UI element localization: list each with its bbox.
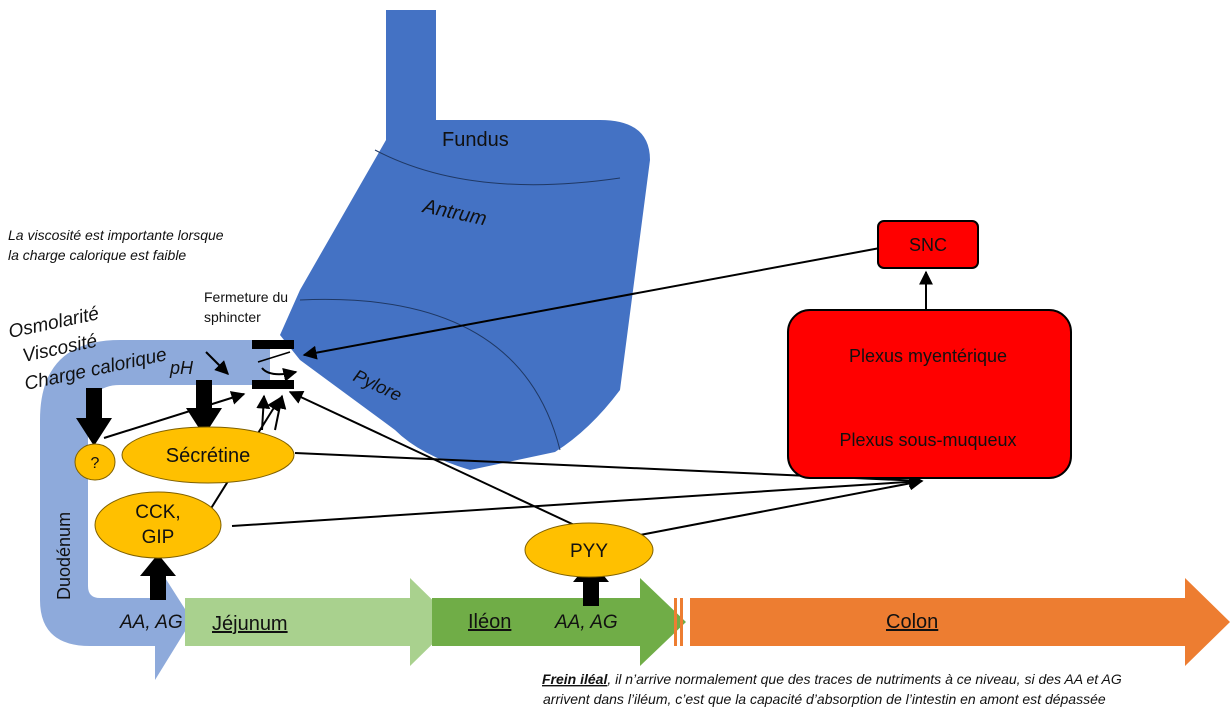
snc-box xyxy=(877,220,979,269)
unknown-hormone-label: ? xyxy=(91,455,100,472)
colon-stripe xyxy=(674,598,677,646)
stomach-shape xyxy=(280,10,650,470)
viscosity-note-line2: la charge calorique est faible xyxy=(8,247,186,263)
sphincter-note-line2: sphincter xyxy=(204,309,261,325)
sphincter-bar-bottom xyxy=(252,380,294,389)
stomach: Fundus Antrum Pylore xyxy=(280,10,650,470)
unknown-hormone-node xyxy=(74,443,116,481)
duodenum-label: Duodénum xyxy=(54,512,74,600)
colon-stripe xyxy=(680,598,683,646)
pyy-label: PYY xyxy=(570,541,608,562)
sphincter-slant xyxy=(257,351,291,363)
antrum-pylore-divider xyxy=(299,298,561,451)
nervous-system: SNC Plexus myentérique Plexus sous-muque… xyxy=(787,220,1072,479)
duodenum: Duodénum xyxy=(40,340,270,680)
ileon-label: Iléon xyxy=(468,611,511,633)
arrow-ph-to-sphincter xyxy=(205,351,229,375)
sphincter-closing-arrow xyxy=(261,367,298,382)
arrow-unknown-to-sphincter xyxy=(103,391,246,439)
sphincter-note-line1: Fermeture du xyxy=(204,289,288,305)
nutrients-ileon-label: AA, AG xyxy=(554,612,618,633)
pyy-node xyxy=(524,522,654,578)
plexus-myenterique-label: Plexus myentérique xyxy=(849,346,1007,366)
arrow-snc-to-sphincter xyxy=(302,247,881,360)
intestine: Jéjunum Iléon Colon AA, AG AA, AG xyxy=(119,578,1230,666)
plexus-sous-muqueux-label: Plexus sous-muqueux xyxy=(839,430,1016,450)
sphincter-bar-top xyxy=(252,340,294,349)
arrow-cck-to-plexus xyxy=(231,474,924,527)
gip-label: GIP xyxy=(142,527,175,548)
thick-arrow-nutrients-to-cck xyxy=(140,554,176,600)
sphincter xyxy=(252,340,298,389)
hormones: ? Sécrétine CCK, GIP PYY xyxy=(74,426,654,578)
jejunum-arrow xyxy=(185,578,455,666)
arrow-secretine-to-sphincter xyxy=(256,394,271,431)
snc-label: SNC xyxy=(909,235,947,255)
jejunum-label: Jéjunum xyxy=(212,613,288,635)
nutrients-duodenum-label: AA, AG xyxy=(119,612,183,633)
secretine-node xyxy=(121,426,295,484)
footnote-line2: arrivent dans l’iléum, c’est que la capa… xyxy=(543,691,1106,707)
footnote-line1: Frein iléal, il n’arrive normalement que… xyxy=(542,671,1122,687)
thick-arrow-factors-to-unknown xyxy=(76,388,112,446)
cck-gip-node xyxy=(94,491,222,559)
arrow-pyy-to-plexus xyxy=(639,476,924,536)
plexus-box xyxy=(787,309,1072,479)
footnote-bold: Frein iléal xyxy=(542,671,608,687)
duodenum-arrow xyxy=(40,340,270,680)
ileon-arrow xyxy=(432,578,686,666)
factor-ph: pH xyxy=(169,358,194,378)
secretine-label: Sécrétine xyxy=(166,445,251,467)
thick-arrow-ph-to-secretine xyxy=(186,380,222,436)
colon-arrow xyxy=(690,578,1230,666)
viscosity-note-line1: La viscosité est importante lorsque xyxy=(8,227,224,243)
colon-label: Colon xyxy=(886,611,938,633)
fundus-antrum-divider xyxy=(374,149,621,186)
cck-label: CCK, xyxy=(135,502,180,523)
arrow-secretine-to-sphincter-2 xyxy=(272,394,287,431)
fundus-label: Fundus xyxy=(442,129,509,151)
footnote-line1-rest: , il n’arrive normalement que des traces… xyxy=(607,671,1121,687)
